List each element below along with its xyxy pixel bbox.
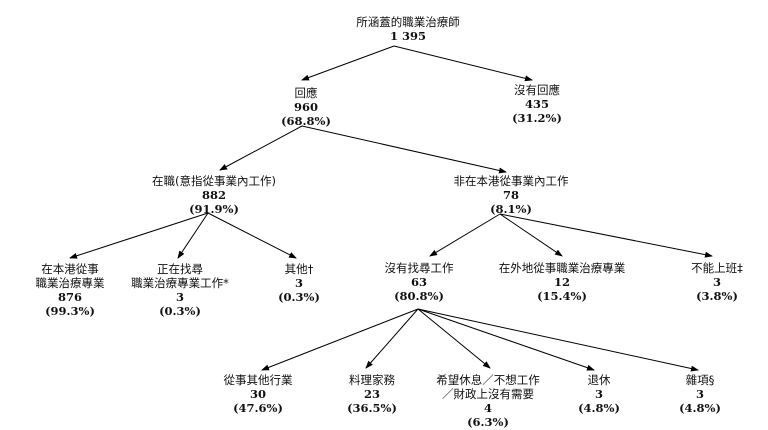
- node-seeking: 正在找尋 職業治療專業工作* 3 (0.3%): [131, 262, 229, 318]
- edge-responded-not-in-hk: [301, 125, 507, 174]
- node-hk-practicing-count: 876: [57, 290, 82, 304]
- node-misc-label: 雜項§: [685, 373, 715, 387]
- edge-not-seeking-rest: [417, 308, 491, 369]
- edge-employed-others: [207, 212, 297, 259]
- node-not-in-hk-label: 非在本港從事業內工作: [453, 174, 569, 188]
- node-other-industry: 從事其他行業 30 (47.6%): [224, 373, 293, 415]
- node-misc-count: 3: [695, 387, 705, 401]
- node-rest-percent: (6.3%): [467, 415, 509, 429]
- node-rest: 希望休息／不想工作 ／財政上沒有需要 4 (6.3%): [436, 373, 540, 429]
- node-seeking-label-2: 職業治療專業工作*: [131, 276, 229, 290]
- node-unable: 不能上班‡ 3 (3.8%): [691, 261, 743, 303]
- node-misc: 雜項§ 3 (4.8%): [679, 373, 721, 415]
- edge-not-seeking-household: [365, 308, 419, 369]
- edge-not-in-hk-unable: [499, 213, 713, 258]
- node-no-response-count: 435: [524, 97, 550, 111]
- node-household-label: 料理家務: [348, 373, 395, 387]
- node-retired-label: 退休: [587, 373, 611, 387]
- node-retired-percent: (4.8%): [578, 401, 620, 415]
- node-employed: 在職(意指從事業內工作) 882 (91.9%): [152, 174, 276, 216]
- node-no-response: 沒有回應 435 (31.2%): [512, 83, 562, 125]
- node-hk-practicing-label-2: 職業治療專業: [35, 276, 105, 290]
- node-root-label: 所涵蓋的職業治療師: [356, 15, 460, 29]
- node-not-seeking-count: 63: [410, 275, 427, 289]
- node-seeking-count: 3: [175, 290, 184, 304]
- node-not-in-hk-count: 78: [502, 188, 519, 202]
- node-others-count: 3: [294, 276, 304, 290]
- node-no-response-label: 沒有回應: [513, 83, 560, 97]
- node-retired: 退休 3 (4.8%): [578, 373, 620, 415]
- node-retired-count: 3: [594, 387, 604, 401]
- node-responded-count: 960: [293, 100, 319, 114]
- node-abroad-count: 12: [553, 275, 570, 289]
- node-hk-practicing-label-1: 在本港從事: [41, 262, 99, 276]
- node-others-label: 其他†: [284, 262, 314, 276]
- node-rest-label-2: ／財政上沒有需要: [442, 387, 534, 401]
- node-others-percent: (0.3%): [278, 290, 320, 304]
- node-others: 其他† 3 (0.3%): [278, 262, 320, 304]
- node-not-seeking: 沒有找尋工作 63 (80.8%): [385, 261, 454, 303]
- edge-not-seeking-other-industry: [261, 308, 419, 371]
- node-unable-percent: (3.8%): [696, 289, 738, 303]
- node-other-industry-label: 從事其他行業: [223, 373, 293, 387]
- edge-not-in-hk-abroad: [499, 213, 563, 257]
- node-misc-percent: (4.8%): [679, 401, 721, 415]
- edge-not-seeking-retired: [417, 308, 595, 371]
- node-unable-count: 3: [712, 275, 721, 289]
- node-root: 所涵蓋的職業治療師 1 395: [356, 15, 460, 43]
- node-hk-practicing-percent: (99.3%): [45, 304, 95, 318]
- node-not-seeking-percent: (80.8%): [394, 289, 444, 303]
- node-responded-percent: (68.8%): [281, 114, 331, 128]
- node-no-response-percent: (31.2%): [512, 111, 562, 125]
- edge-employed-seeking: [177, 212, 209, 259]
- node-employed-percent: (91.9%): [189, 202, 239, 216]
- node-root-count: 1 395: [389, 29, 426, 43]
- node-unable-label: 不能上班‡: [691, 261, 743, 275]
- edge-employed-hk-practicing: [69, 212, 209, 259]
- node-responded: 回應 960 (68.8%): [281, 86, 331, 128]
- node-seeking-label-1: 正在找尋: [157, 262, 203, 276]
- node-responded-label: 回應: [294, 86, 318, 100]
- edge-not-in-hk-not-seeking: [429, 213, 501, 257]
- node-employed-label: 在職(意指從事業內工作): [152, 174, 276, 188]
- node-abroad-percent: (15.4%): [537, 289, 587, 303]
- node-other-industry-count: 30: [249, 387, 266, 401]
- node-household-count: 23: [363, 387, 381, 401]
- node-not-in-hk-percent: (8.1%): [490, 202, 532, 216]
- node-seeking-percent: (0.3%): [159, 304, 201, 318]
- node-rest-count: 4: [483, 401, 492, 415]
- node-household: 料理家務 23 (36.5%): [347, 373, 397, 415]
- node-abroad: 在外地從事職業治療專業 12 (15.4%): [499, 261, 626, 303]
- edge-root-no-response: [393, 45, 533, 82]
- edge-root-responded: [301, 45, 395, 81]
- edge-not-seeking-misc: [417, 308, 699, 372]
- node-rest-label-1: 希望休息／不想工作: [436, 373, 540, 387]
- edge-responded-employed: [219, 125, 303, 171]
- node-other-industry-percent: (47.6%): [233, 401, 283, 415]
- node-not-in-hk: 非在本港從事業內工作 78 (8.1%): [454, 174, 569, 216]
- node-employed-count: 882: [201, 188, 227, 202]
- node-abroad-label: 在外地從事職業治療專業: [498, 261, 626, 275]
- node-household-percent: (36.5%): [347, 401, 397, 415]
- node-not-seeking-label: 沒有找尋工作: [384, 261, 454, 275]
- node-hk-practicing: 在本港從事 職業治療專業 876 (99.3%): [36, 262, 105, 318]
